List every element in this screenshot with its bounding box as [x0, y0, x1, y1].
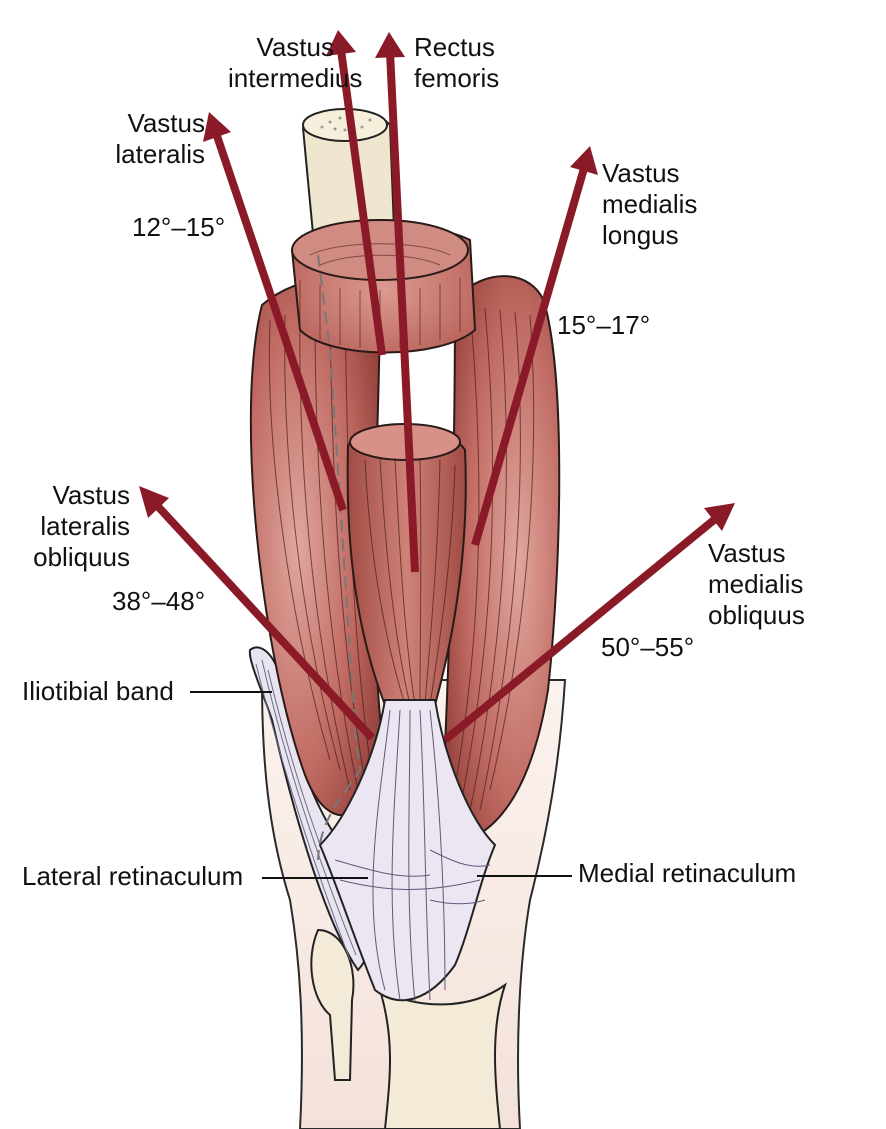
angle-text: 50°–55° — [601, 632, 695, 662]
arrow-vastus-lateralis-obliquus — [139, 486, 375, 741]
label-line: lateralis — [115, 139, 205, 169]
label-line: Vastus — [52, 480, 130, 510]
femur-hidden-outline — [317, 254, 362, 861]
label-line: Iliotibial band — [22, 676, 174, 706]
label-vastus-medialis-longus: Vastus medialis longus — [602, 158, 697, 251]
label-angle-vastus-medialis-longus: 15°–17° — [557, 310, 650, 341]
label-angle-vastus-lateralis: 12°–15° — [132, 212, 225, 243]
patellar-tendon — [318, 699, 497, 1003]
label-line: obliquus — [708, 600, 805, 630]
label-line: medialis — [708, 569, 804, 599]
angle-text: 38°–48° — [112, 586, 206, 616]
label-vastus-lateralis: Vastus lateralis — [110, 108, 205, 170]
label-line: Vastus — [256, 32, 334, 62]
rectus-femoris-muscle — [346, 423, 467, 706]
vastus-intermedius-muscle — [290, 219, 477, 354]
angle-text: 12°–15° — [132, 212, 226, 242]
lower-leg-bones — [310, 928, 507, 1129]
arrow-vastus-medialis-obliquus — [442, 503, 735, 744]
arrow-vastus-lateralis — [203, 112, 347, 512]
label-line: Vastus — [127, 108, 205, 138]
leader-lines — [190, 691, 572, 879]
label-line: medialis — [602, 189, 698, 219]
label-medial-retinaculum: Medial retinaculum — [578, 858, 796, 889]
label-line: longus — [602, 220, 679, 250]
label-line: lateralis — [40, 511, 130, 541]
label-line: Vastus — [602, 158, 680, 188]
arrow-vastus-intermedius — [326, 30, 386, 356]
arrow-vastus-medialis-longus — [471, 146, 598, 547]
label-angle-vastus-lateralis-obliquus: 38°–48° — [112, 586, 205, 617]
label-line: Medial retinaculum — [578, 858, 797, 888]
label-vastus-intermedius: Vastus intermedius — [228, 32, 362, 94]
label-line: obliquus — [33, 542, 130, 572]
label-vastus-medialis-obliquus: Vastus medialis obliquus — [708, 538, 805, 631]
label-rectus-femoris: Rectus femoris — [414, 32, 499, 94]
label-iliotibial-band: Iliotibial band — [22, 676, 174, 707]
label-angle-vastus-medialis-obliquus: 50°–55° — [601, 632, 694, 663]
label-line: Vastus — [708, 538, 786, 568]
angle-text: 15°–17° — [557, 310, 651, 340]
arrow-rectus-femoris — [375, 32, 419, 573]
label-lateral-retinaculum: Lateral retinaculum — [22, 861, 243, 892]
label-vastus-lateralis-obliquus: Vastus lateralis obliquus — [20, 480, 130, 573]
label-line: femoris — [414, 63, 500, 93]
label-line: intermedius — [228, 63, 363, 93]
label-line: Lateral retinaculum — [22, 861, 244, 891]
label-line: Rectus — [414, 32, 495, 62]
force-arrows — [139, 30, 735, 744]
